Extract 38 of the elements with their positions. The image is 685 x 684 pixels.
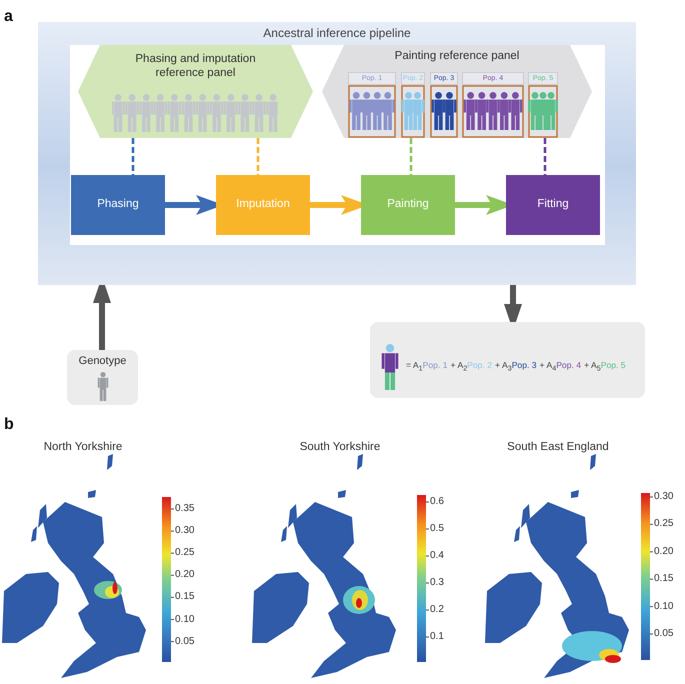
map-title: South East England xyxy=(507,440,609,454)
pipeline-panel xyxy=(38,22,636,285)
dashed-connector xyxy=(256,138,260,175)
process-label: Fitting xyxy=(536,198,570,210)
tick-label: 0.30 xyxy=(175,525,194,538)
tick-label: 0.15 xyxy=(175,591,194,604)
panel-heading: Phasing and imputation reference panel xyxy=(134,52,257,80)
tick-label: 0.2 xyxy=(430,604,444,616)
panel-title: Ancestral inference pipeline xyxy=(262,26,412,40)
tick-label: 0.5 xyxy=(430,523,444,535)
tick-label: 0.10 xyxy=(654,600,674,613)
panel-letter: a xyxy=(4,8,13,26)
panel-heading: Painting reference panel xyxy=(394,49,520,63)
tick-label: 0.25 xyxy=(654,518,674,530)
tick-label: 0.35 xyxy=(175,503,194,515)
panel-letter: b xyxy=(4,416,14,434)
box-label: Genotype xyxy=(78,355,128,367)
tick-label: 0.30 xyxy=(654,491,674,503)
tick-label: 0.10 xyxy=(175,614,194,626)
tick-label: 0.20 xyxy=(654,546,674,558)
formula: = A$_{1}$Pop. 1 + A$_{2}$Pop. 2 + A$_{3}$Pop. 3 + A$_{4}$Pop. 4 + A$_{5}$Pop. 5 xyxy=(406,360,627,373)
tick-label: 0.6 xyxy=(430,496,444,508)
tick-label: 0.15 xyxy=(654,573,674,586)
process-label: Painting xyxy=(386,198,430,210)
tick-label: 0.05 xyxy=(175,636,194,648)
tick-label: 0.25 xyxy=(175,547,194,560)
map-title: North Yorkshire xyxy=(44,440,122,454)
map-title: South Yorkshire xyxy=(300,440,380,454)
tick-label: 0.05 xyxy=(654,628,674,640)
tick-label: 0.4 xyxy=(430,550,444,562)
tick-label: 0.1 xyxy=(430,631,444,643)
process-label: Imputation xyxy=(235,198,291,210)
process-label: Phasing xyxy=(96,198,140,210)
tick-label: 0.3 xyxy=(430,577,444,589)
dashed-connector xyxy=(410,138,412,175)
dashed-connector xyxy=(132,138,134,175)
dashed-connector xyxy=(544,138,546,175)
tick-label: 0.20 xyxy=(175,569,194,582)
